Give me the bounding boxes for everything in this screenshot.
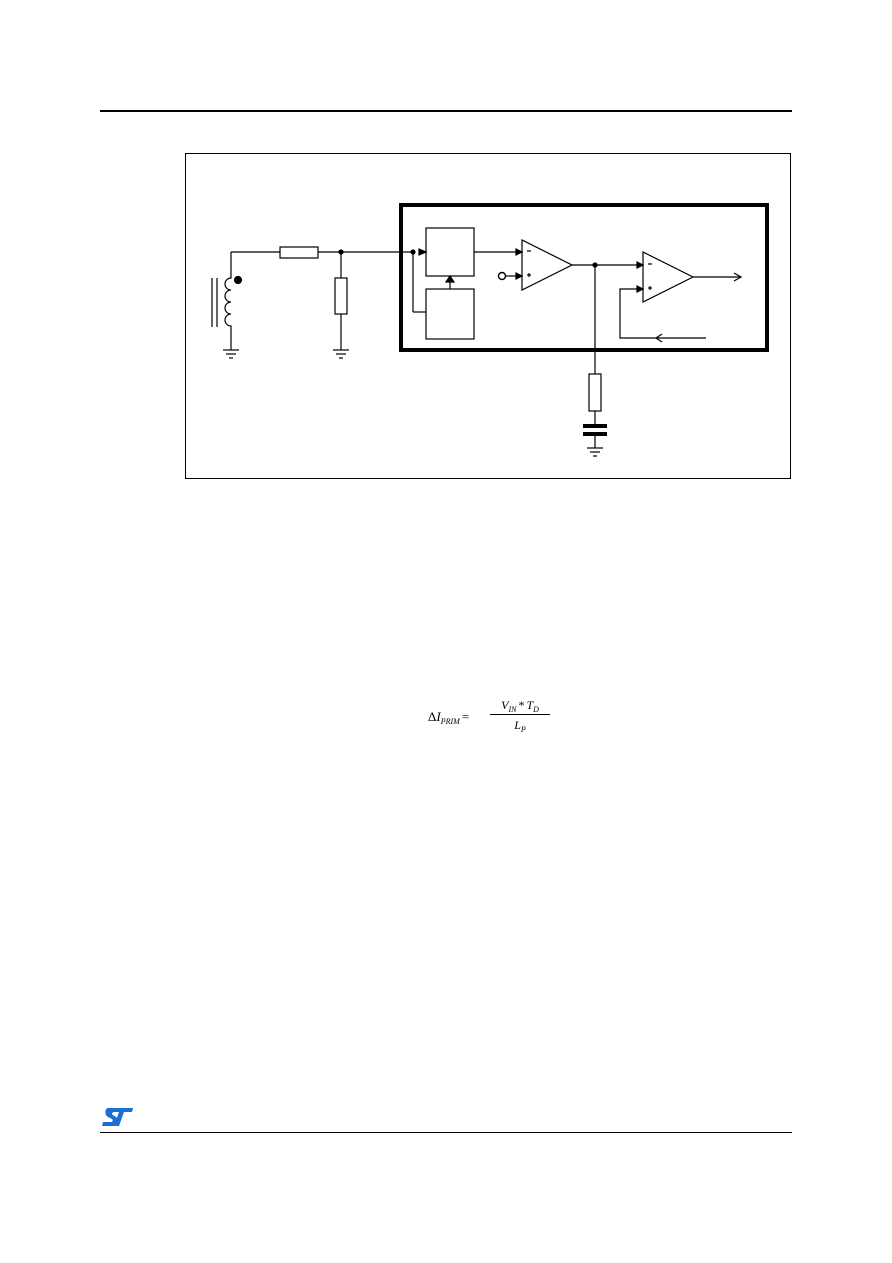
series-resistor: [279, 246, 319, 259]
delta-symbol: Δ: [428, 709, 437, 724]
numerator-t-subscript: D: [533, 705, 539, 714]
ground-symbol-2: [333, 349, 349, 359]
numerator-t: T: [526, 698, 534, 712]
equals-sign: =: [461, 709, 470, 724]
arrow-up-to-upper-block: [444, 274, 456, 283]
equation-denominator: LP: [490, 717, 550, 734]
ic-block-outline: [399, 203, 769, 352]
ground-symbol-1: [223, 349, 239, 359]
equation-lhs-subscript: PRIM: [440, 717, 460, 726]
arrow-into-upper-block: [418, 248, 428, 256]
comparator-1: [521, 239, 574, 291]
primary-current-equation: ΔIPRIM= VIN*TD LP: [428, 697, 558, 737]
multiply-operator: *: [518, 698, 525, 712]
circuit-schematic: [211, 203, 769, 457]
numerator-v: V: [501, 698, 509, 712]
denominator-l: L: [514, 718, 521, 732]
fraction-bar: [490, 714, 550, 715]
upper-function-block: [425, 227, 475, 277]
footer-rule: [100, 1132, 792, 1133]
transformer: [211, 252, 243, 350]
output-arrow: [733, 272, 743, 282]
rc-resistor: [588, 373, 602, 412]
denominator-l-subscript: P: [520, 725, 526, 734]
equation-lhs: ΔIPRIM=: [428, 709, 471, 726]
circuit-figure-frame: [185, 153, 791, 479]
st-logo-icon: [100, 1106, 134, 1128]
header-rule: [100, 110, 792, 112]
ground-symbol-3: [587, 447, 603, 457]
comparator-2: [642, 251, 695, 303]
reference-input-terminal: [497, 271, 507, 281]
equation-fraction: VIN*TD LP: [490, 697, 550, 734]
equation-numerator: VIN*TD: [490, 697, 550, 714]
shunt-resistor: [334, 277, 348, 315]
lower-function-block: [425, 288, 475, 340]
numerator-v-subscript: IN: [508, 705, 517, 714]
equation-lhs-symbol: I: [436, 709, 441, 724]
feedback-arrow: [654, 333, 663, 343]
